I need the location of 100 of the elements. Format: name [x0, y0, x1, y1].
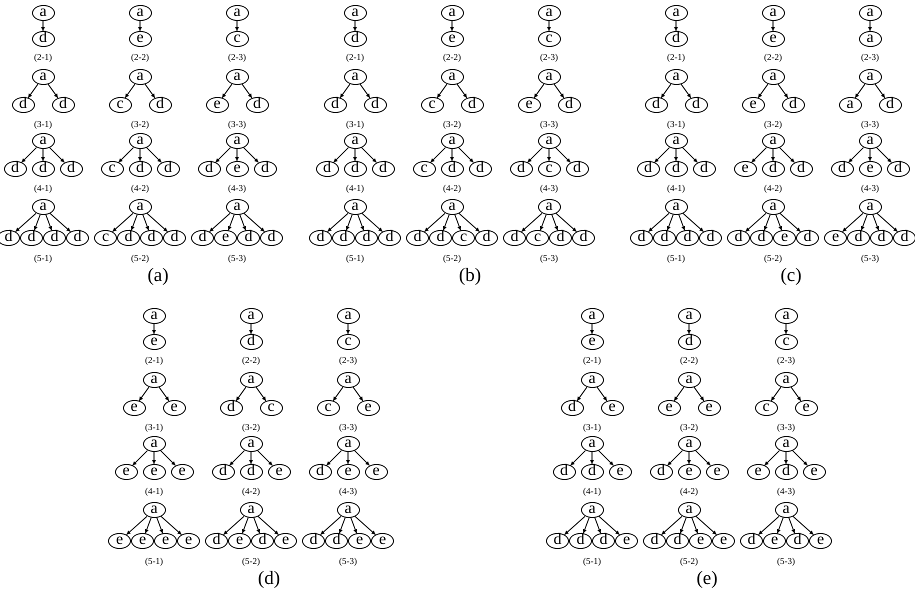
arrow	[354, 516, 376, 536]
tree-caption: (2-2)	[242, 355, 260, 365]
arrow	[842, 212, 864, 232]
tree-node: c	[260, 400, 282, 416]
arrow	[15, 212, 36, 232]
tree-node: a	[664, 5, 688, 21]
tree-node: d	[592, 533, 615, 549]
arrow	[674, 148, 678, 162]
tree-caption: (4-1)	[346, 183, 364, 193]
arrow	[152, 324, 156, 334]
tree-node: d	[782, 97, 804, 113]
arrow	[790, 386, 802, 402]
tree-caption: (3-3)	[777, 422, 795, 432]
tree-node: e	[580, 334, 604, 350]
tree-caption: (5-1)	[583, 556, 601, 566]
tree-node: a	[128, 199, 152, 215]
arrow	[353, 20, 357, 32]
arrow	[771, 148, 775, 162]
arrow	[547, 148, 551, 162]
arrow	[48, 84, 58, 98]
arrow	[138, 20, 142, 32]
tree-node: a	[678, 436, 700, 452]
tree-node: d	[156, 161, 180, 177]
tree-node: a	[678, 372, 700, 388]
tree-caption: (3-1)	[145, 422, 163, 432]
tree-node: d	[569, 533, 592, 549]
arrow	[758, 516, 780, 536]
tree-node: d	[566, 161, 588, 177]
arrow	[436, 84, 448, 98]
tree-node: c	[538, 161, 560, 177]
tree-node: a	[344, 5, 366, 21]
tree-node: d	[324, 97, 346, 113]
tree-node: d	[664, 161, 688, 177]
arrow	[142, 214, 150, 231]
arrow	[352, 386, 364, 402]
tree-node: d	[43, 230, 66, 246]
tree-node: e	[177, 533, 200, 549]
tree-node: e	[356, 400, 380, 416]
tree-node: a	[664, 69, 688, 85]
tree-node: d	[4, 161, 26, 177]
tree-node: e	[734, 161, 756, 177]
tree-node: d	[140, 230, 163, 246]
arrow	[527, 147, 543, 163]
tree-node: e	[364, 464, 388, 480]
tree-node: a	[142, 372, 166, 388]
tree-node: d	[308, 464, 332, 480]
arrow	[540, 214, 547, 231]
tree-node: d	[254, 161, 276, 177]
arrow	[346, 452, 350, 464]
tree-node: d	[0, 230, 20, 246]
tree-node: a	[226, 69, 248, 85]
tree-node: a	[774, 308, 798, 324]
tree-caption: (2-1)	[583, 355, 601, 365]
arrow	[138, 148, 142, 162]
tree-node: c	[108, 97, 132, 113]
arrow	[678, 214, 686, 231]
arrow	[682, 212, 704, 232]
arrow	[576, 386, 588, 402]
arrow	[124, 84, 136, 98]
arrow	[112, 212, 134, 232]
arrow	[661, 516, 682, 536]
tree-node: a	[580, 502, 604, 518]
tree-node: d	[440, 161, 464, 177]
tree-node: a	[538, 199, 560, 215]
arrow	[146, 147, 162, 163]
tree-node: e	[762, 31, 784, 47]
tree-node: e	[809, 533, 832, 549]
tree-node: d	[20, 230, 43, 246]
panel-label: (b)	[458, 266, 482, 286]
tree-caption: (2-2)	[131, 52, 149, 62]
tree-node: a	[240, 502, 262, 518]
tree-node: e	[794, 400, 818, 416]
tree-node: e	[371, 533, 394, 549]
tree-node: a	[858, 5, 882, 21]
tree-node: e	[122, 400, 146, 416]
arrow	[354, 450, 370, 466]
tree-node: e	[108, 533, 131, 549]
arrow	[41, 20, 45, 32]
tree-node: e	[689, 533, 712, 549]
tree-node: a	[226, 199, 248, 215]
arrow	[144, 517, 152, 534]
tree-caption: (4-3)	[228, 183, 246, 193]
tree-caption: (5-1)	[667, 253, 685, 263]
tree-node: e	[170, 464, 194, 480]
tree-node: d	[212, 464, 234, 480]
arrow	[848, 147, 864, 163]
tree-node: d	[117, 230, 140, 246]
arrow	[764, 450, 780, 466]
tree-node: a	[32, 5, 54, 21]
panel-label: (a)	[147, 266, 169, 286]
arrow	[458, 147, 474, 163]
tree-caption: (5-2)	[131, 253, 149, 263]
arrow	[868, 148, 872, 162]
tree-node: d	[510, 161, 532, 177]
arrow	[456, 84, 468, 98]
tree-node: c	[774, 334, 798, 350]
tree-caption: (5-1)	[145, 556, 163, 566]
tree-node: d	[552, 464, 576, 480]
arrow	[682, 147, 698, 163]
tree-node: d	[12, 97, 34, 113]
